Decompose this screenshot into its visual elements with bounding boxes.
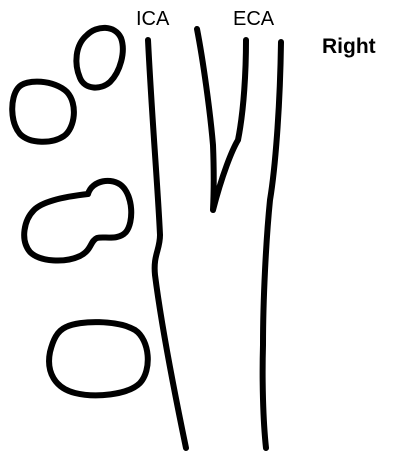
ica-vessel-left-wall	[148, 40, 186, 448]
eca-label: ECA	[233, 9, 274, 29]
structure-upper-left	[12, 82, 74, 142]
structure-lower	[49, 322, 148, 395]
structure-middle	[24, 181, 131, 261]
ica-label: ICA	[136, 9, 169, 29]
structure-top	[76, 28, 122, 88]
eca-vessel-right-wall	[263, 42, 281, 448]
bifurcation-inner-wall	[197, 29, 246, 210]
side-label: Right	[322, 36, 376, 57]
